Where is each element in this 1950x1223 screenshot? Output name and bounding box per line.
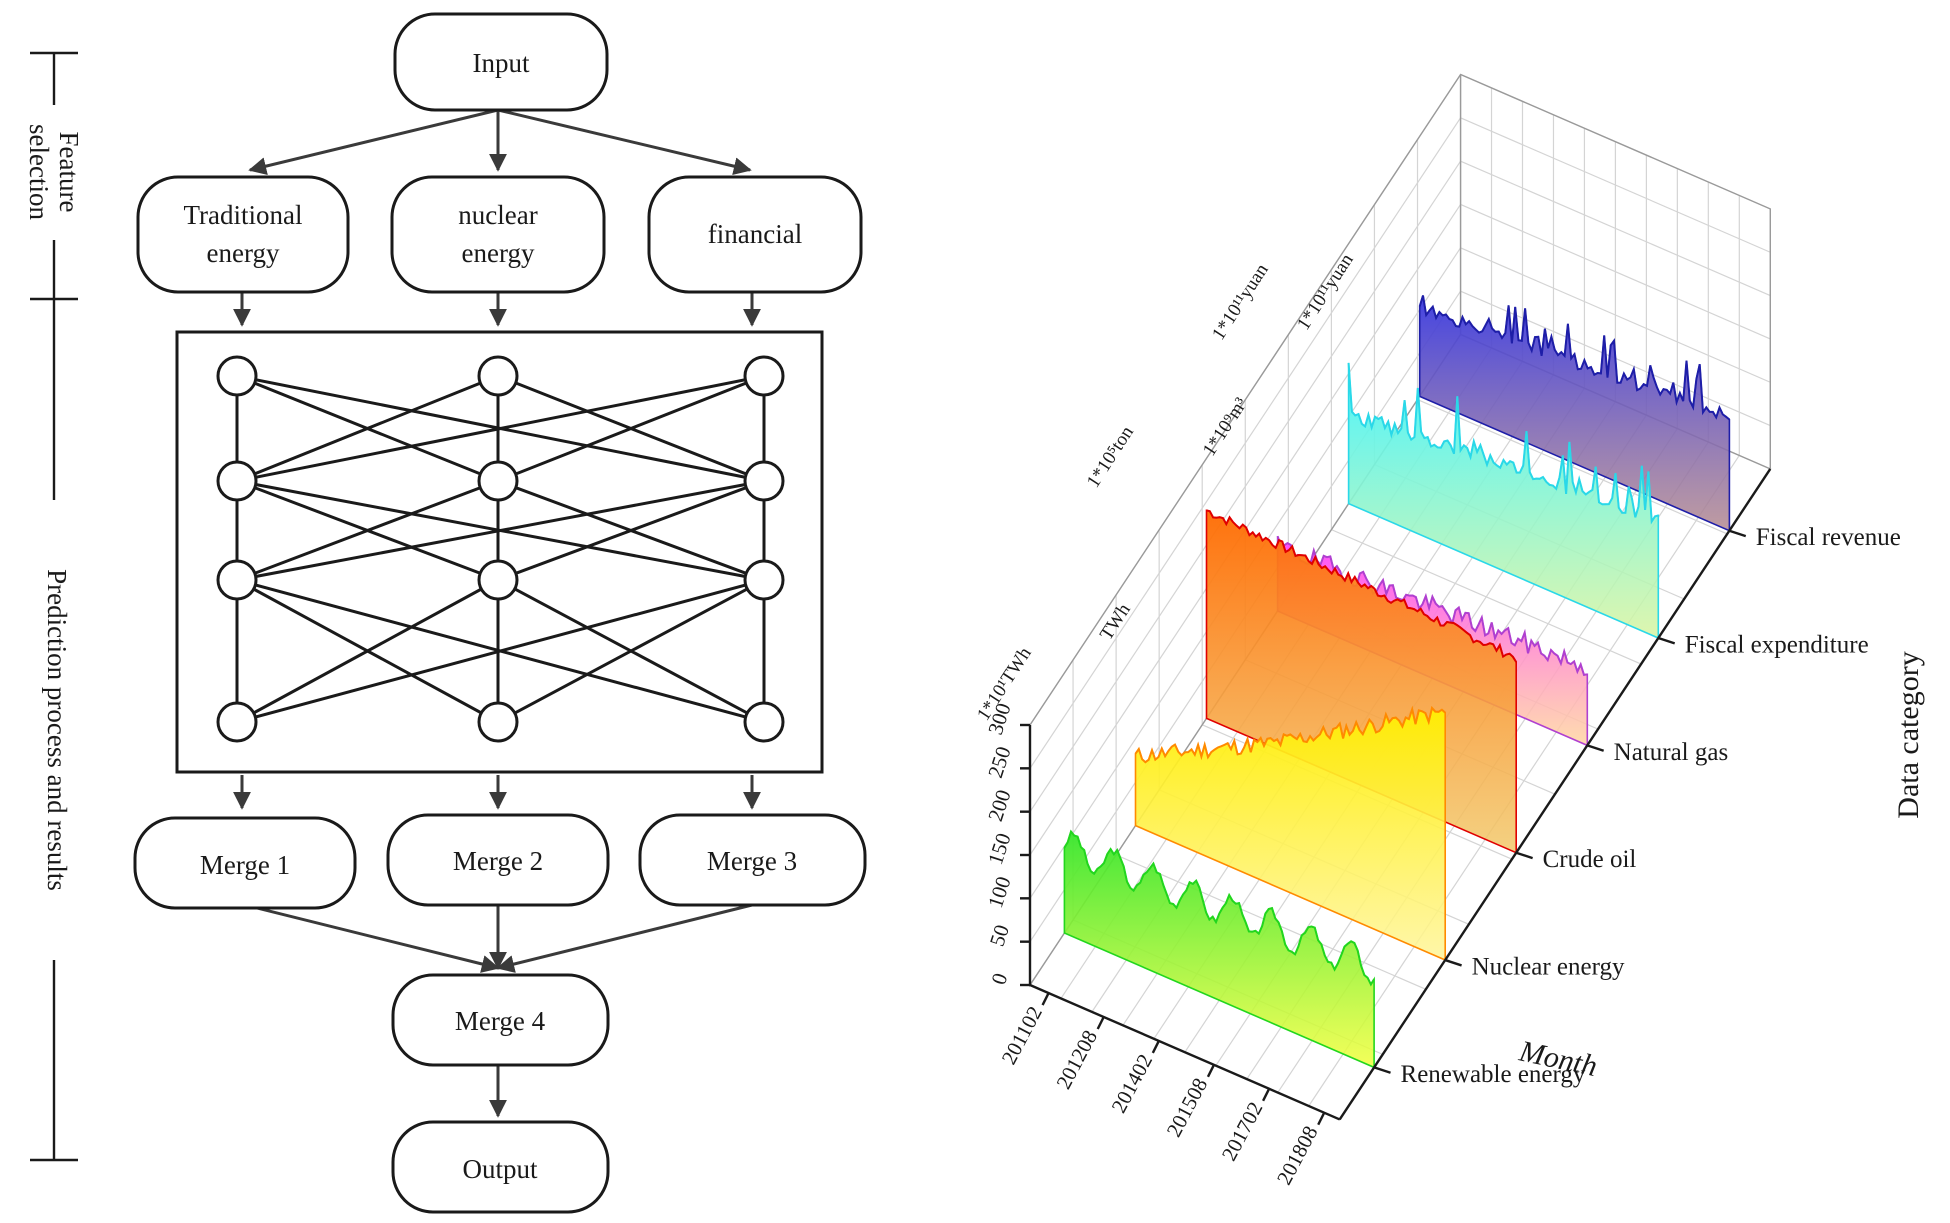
neural-network [175,330,824,774]
series-line [1063,829,1375,987]
network-edge [497,374,765,483]
merge-3-label: Merge 3 [707,846,797,876]
merge-2-label: Merge 2 [453,846,543,876]
network-edge [236,578,499,724]
network-neuron [743,355,785,397]
y-tick-label: 200 [983,787,1016,824]
network-neuron [477,460,519,502]
network-neuron [743,559,785,601]
feature-selection-bracket: Featureselection [24,51,84,301]
flowchart: Featureselection Prediction process and … [24,12,867,1214]
feature-node-financial: financial [647,175,863,294]
merge-node-4: Merge 4 [391,973,610,1067]
unit-label: 1*10⁹m³ [1199,394,1252,460]
network-edge [497,479,765,582]
y-tick-label: 0 [986,970,1012,987]
series-line [1276,535,1588,677]
category-label: Fiscal expenditure [1685,631,1869,658]
network-neuron [743,460,785,502]
unit-label: 1*10¹¹yuan [1208,260,1273,344]
chart-series [1063,295,1731,1069]
series-line [1347,362,1659,525]
network-neuron [477,701,519,743]
unit-label: TWh [1096,599,1135,644]
category-label: Renewable energy [1401,1061,1586,1088]
merge-1-label: Merge 1 [200,850,290,880]
network-connections [216,355,785,743]
network-edge [236,479,499,582]
network-neuron [477,355,519,397]
y-tick-label: 100 [983,873,1016,910]
flow-edges [233,108,761,1118]
input-node: Input [393,12,609,112]
network-edge [497,578,765,724]
series-line [1134,705,1446,764]
y-tick-label: 250 [983,743,1016,780]
prediction-process-label: Prediction process and results [42,569,72,891]
x-tick-label: 201102 [997,1002,1047,1068]
category-label: Crude oil [1543,846,1637,873]
merge-node-2: Merge 2 [386,813,610,907]
output-node: Output [391,1120,610,1214]
feature-label-financial: financial [708,219,802,249]
feature-selection-label: Featureselection [24,124,84,220]
category-label: Natural gas [1614,739,1729,766]
prediction-bracket: Prediction process and results [30,299,78,1162]
merge-node-3: Merge 3 [638,813,867,907]
network-edge [236,578,765,724]
network-neuron [743,701,785,743]
network-edge [236,479,765,582]
network-neuron [477,559,519,601]
input-label: Input [473,48,530,78]
x-tick-label: 201808 [1272,1122,1323,1189]
y-tick-label: 50 [985,922,1014,949]
network-neuron [216,559,258,601]
output-label: Output [462,1154,538,1184]
z-axis-title: Data category [1892,651,1925,818]
network-neuron [216,460,258,502]
unit-label: 1*10⁵ton [1083,422,1138,492]
network-edge [236,374,499,483]
x-tick-label: 201402 [1106,1050,1157,1117]
series-line [1418,295,1731,421]
y-tick-label: 150 [983,830,1016,867]
network-edge [236,374,765,483]
series-line [1206,509,1518,663]
category-label: Nuclear energy [1472,953,1625,980]
network-neuron [216,701,258,743]
merge-node-1: Merge 1 [133,816,357,910]
merge-4-label: Merge 4 [455,1006,546,1036]
network-neuron [216,355,258,397]
category-label: Fiscal revenue [1756,524,1901,551]
x-tick-label: 201208 [1051,1026,1102,1093]
x-tick-label: 201702 [1217,1098,1268,1165]
x-tick-label: 201508 [1162,1074,1213,1141]
